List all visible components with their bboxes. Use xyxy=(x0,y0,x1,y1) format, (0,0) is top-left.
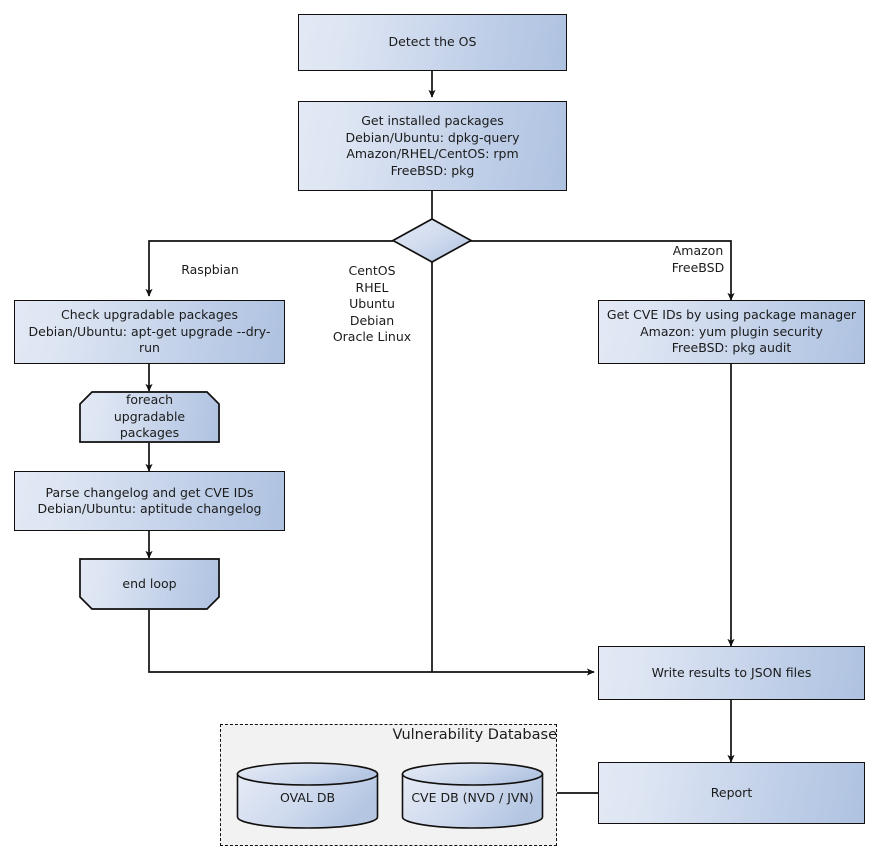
node-foreach-loop[interactable]: foreach upgradable packages xyxy=(79,391,220,443)
node-parse-changelog-label: Parse changelog and get CVE IDs Debian/U… xyxy=(37,484,262,517)
node-end-loop[interactable]: end loop xyxy=(79,558,220,610)
branch-label-center: CentOS RHEL Ubuntu Debian Oracle Linux xyxy=(332,263,412,344)
node-get-installed-packages[interactable]: Get installed packages Debian/Ubuntu: dp… xyxy=(298,101,567,191)
node-foreach-loop-label: foreach upgradable packages xyxy=(113,392,186,441)
vulnerability-database-title: Vulnerability Database xyxy=(392,727,557,743)
decision-diamond[interactable] xyxy=(391,217,473,264)
node-get-installed-packages-label: Get installed packages Debian/Ubuntu: dp… xyxy=(345,113,520,178)
node-get-cve-ids[interactable]: Get CVE IDs by using package manager Ama… xyxy=(598,300,865,364)
node-write-results[interactable]: Write results to JSON files xyxy=(598,646,865,700)
database-cylinder-cve[interactable]: CVE DB (NVD / JVN) xyxy=(401,762,544,829)
node-parse-changelog[interactable]: Parse changelog and get CVE IDs Debian/U… xyxy=(14,471,285,531)
node-check-upgradable-packages[interactable]: Check upgradable packages Debian/Ubuntu:… xyxy=(14,300,285,364)
branch-label-left: Raspbian xyxy=(181,262,239,277)
database-cylinder-cve-shape xyxy=(401,762,544,829)
database-cylinder-oval[interactable]: OVAL DB xyxy=(236,762,379,829)
node-report[interactable]: Report xyxy=(598,762,865,824)
node-get-cve-ids-label: Get CVE IDs by using package manager Ama… xyxy=(606,307,857,356)
node-write-results-label: Write results to JSON files xyxy=(651,664,812,680)
node-end-loop-label: end loop xyxy=(122,575,177,591)
node-detect-os-label: Detect the OS xyxy=(388,34,477,50)
branch-label-right: Amazon FreeBSD xyxy=(671,243,725,275)
database-cylinder-oval-shape xyxy=(236,762,379,829)
node-report-label: Report xyxy=(710,784,753,800)
database-cylinder-cve-label: CVE DB (NVD / JVN) xyxy=(411,790,534,805)
node-detect-os[interactable]: Detect the OS xyxy=(298,14,567,71)
node-check-upgradable-packages-label: Check upgradable packages Debian/Ubuntu:… xyxy=(28,307,271,356)
database-cylinder-oval-label: OVAL DB xyxy=(279,790,336,805)
